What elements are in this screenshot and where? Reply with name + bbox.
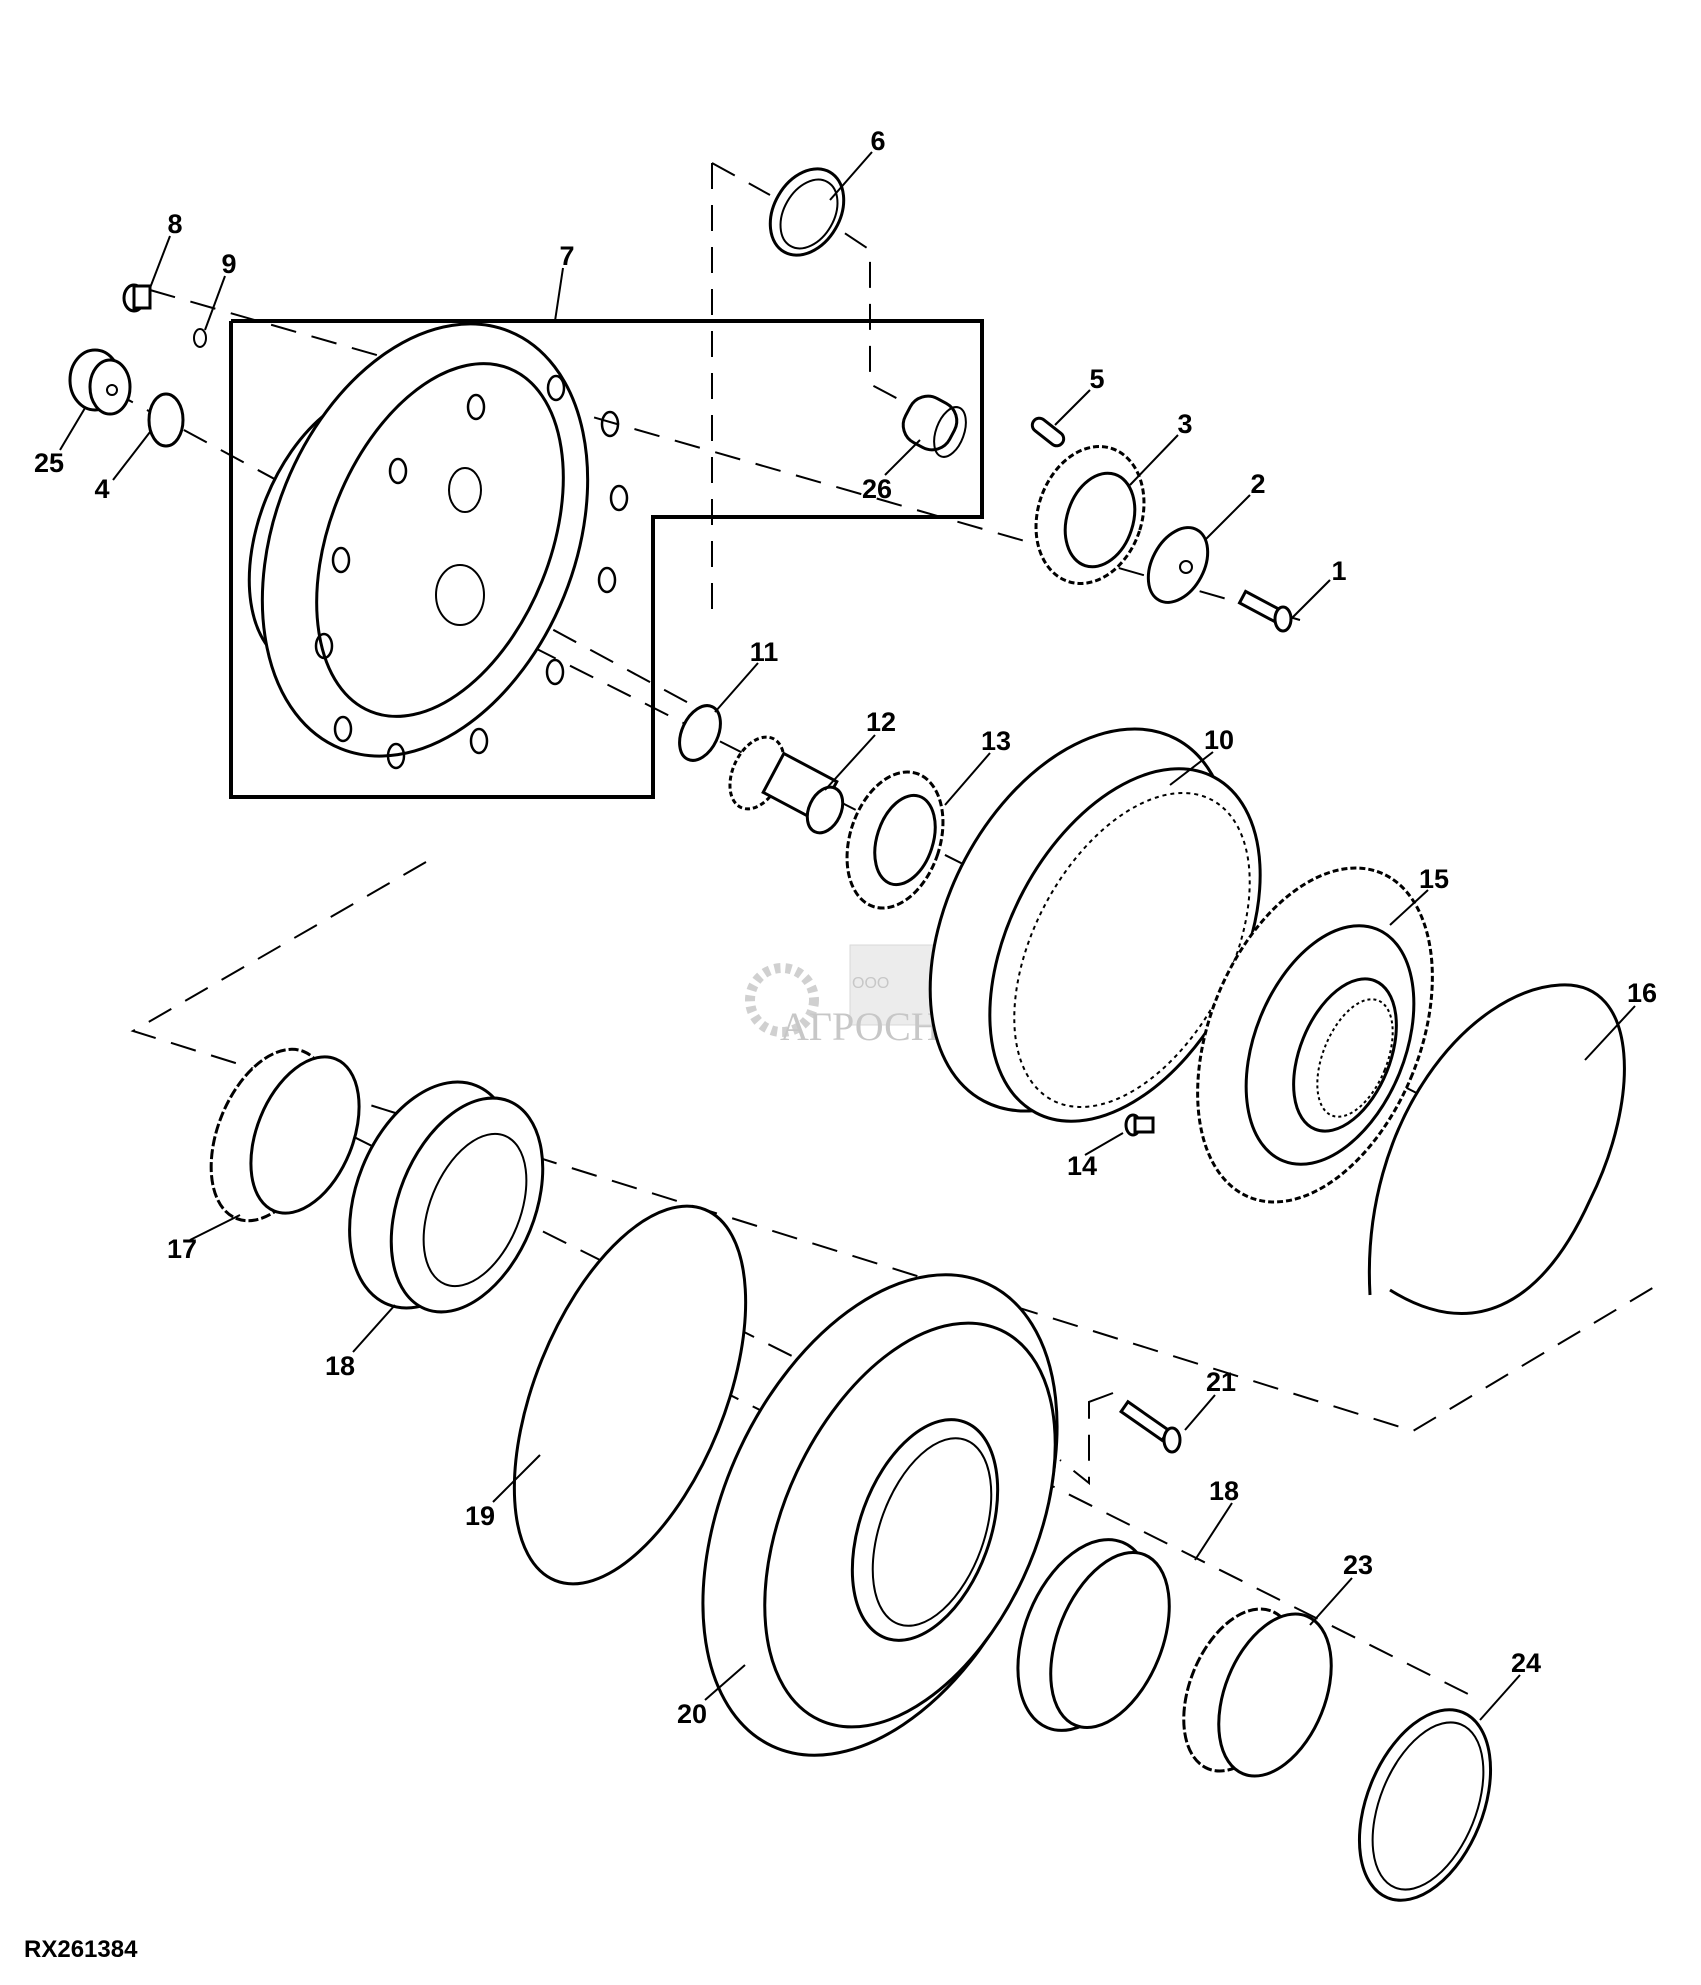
part-11-snap-ring[interactable] [671, 699, 728, 767]
callout-2: 2 [1250, 469, 1265, 499]
watermark-gear-icon [745, 963, 819, 1037]
callout-4: 4 [94, 474, 109, 504]
callout-15: 15 [1419, 864, 1449, 894]
callout-5: 5 [1089, 364, 1104, 394]
callout-7: 7 [559, 241, 574, 271]
group-outline-lower [130, 861, 1667, 1433]
callout-6: 6 [870, 126, 885, 156]
callout-18: 18 [325, 1351, 355, 1381]
callout-10: 10 [1204, 725, 1234, 755]
part-18-bearing-cup-outer[interactable] [992, 1520, 1193, 1750]
axis-line-upper [149, 289, 1301, 621]
part-2-washer[interactable] [1136, 517, 1219, 612]
part-23-cone-bearing-outer[interactable] [1162, 1592, 1353, 1792]
part-7-planet-carrier[interactable] [202, 275, 649, 805]
callout-16: 16 [1627, 978, 1657, 1008]
callout-1: 1 [1331, 556, 1346, 586]
part-4-oring[interactable] [147, 392, 185, 448]
figure-id: RX261384 [24, 1936, 138, 1963]
leader-lines [59, 151, 1636, 1721]
part-5-pin[interactable] [1030, 415, 1067, 448]
axis-line-main [419, 589, 1491, 1131]
part-15-ring-gear-hub[interactable] [1152, 833, 1478, 1236]
part-12-pinion-shaft[interactable] [719, 728, 849, 838]
part-9-oring[interactable] [193, 328, 207, 348]
callout-12: 12 [866, 707, 896, 737]
callout-labels: 1 2 3 4 5 6 7 8 9 10 11 12 13 14 15 16 1… [34, 126, 1657, 1729]
part-13-planet-gear[interactable] [831, 760, 960, 921]
callout-8: 8 [167, 209, 182, 239]
callout-13: 13 [981, 726, 1011, 756]
part-16-retaining-ring[interactable] [1367, 983, 1626, 1315]
part-6-seal[interactable] [755, 156, 858, 269]
callout-26: 26 [862, 474, 892, 504]
part-26-bushing[interactable] [896, 389, 972, 461]
callout-21: 21 [1206, 1367, 1236, 1397]
part-14-screw[interactable] [1124, 1113, 1155, 1137]
bolt-holes [314, 374, 629, 770]
part-17-cone-bearing[interactable] [188, 1032, 380, 1238]
seal-link-line [711, 162, 771, 196]
axis-line-hub [639, 1349, 781, 1421]
assembly-box-7 [229, 319, 984, 799]
callout-23: 23 [1343, 1550, 1373, 1580]
part-18-bearing-cup[interactable] [318, 1057, 572, 1334]
callout-19: 19 [465, 1501, 495, 1531]
watermark-prefix: ООО [852, 975, 889, 992]
part-25-cover[interactable] [68, 348, 132, 416]
callout-14: 14 [1067, 1151, 1097, 1181]
part-21-cap-screw[interactable] [1118, 1399, 1182, 1454]
callout-11: 11 [750, 637, 779, 667]
callout-24: 24 [1511, 1648, 1541, 1678]
part-3-gear[interactable] [1019, 432, 1161, 597]
part-19-o-ring[interactable] [467, 1174, 793, 1616]
seal-to-bushing [809, 209, 901, 401]
part-24-seal-outer[interactable] [1334, 1691, 1516, 1920]
callout-17: 17 [167, 1234, 197, 1264]
callout-20: 20 [677, 1699, 707, 1729]
callout-3: 3 [1177, 409, 1192, 439]
callout-9: 9 [221, 249, 236, 279]
part-8-plug[interactable] [122, 283, 152, 313]
screw-21-link [1059, 1392, 1114, 1486]
callout-25: 25 [34, 448, 64, 478]
part-1-bolt[interactable] [1237, 589, 1293, 633]
part-20-wheel-hub[interactable] [632, 1218, 1128, 1811]
callout-18-outer: 18 [1209, 1476, 1239, 1506]
